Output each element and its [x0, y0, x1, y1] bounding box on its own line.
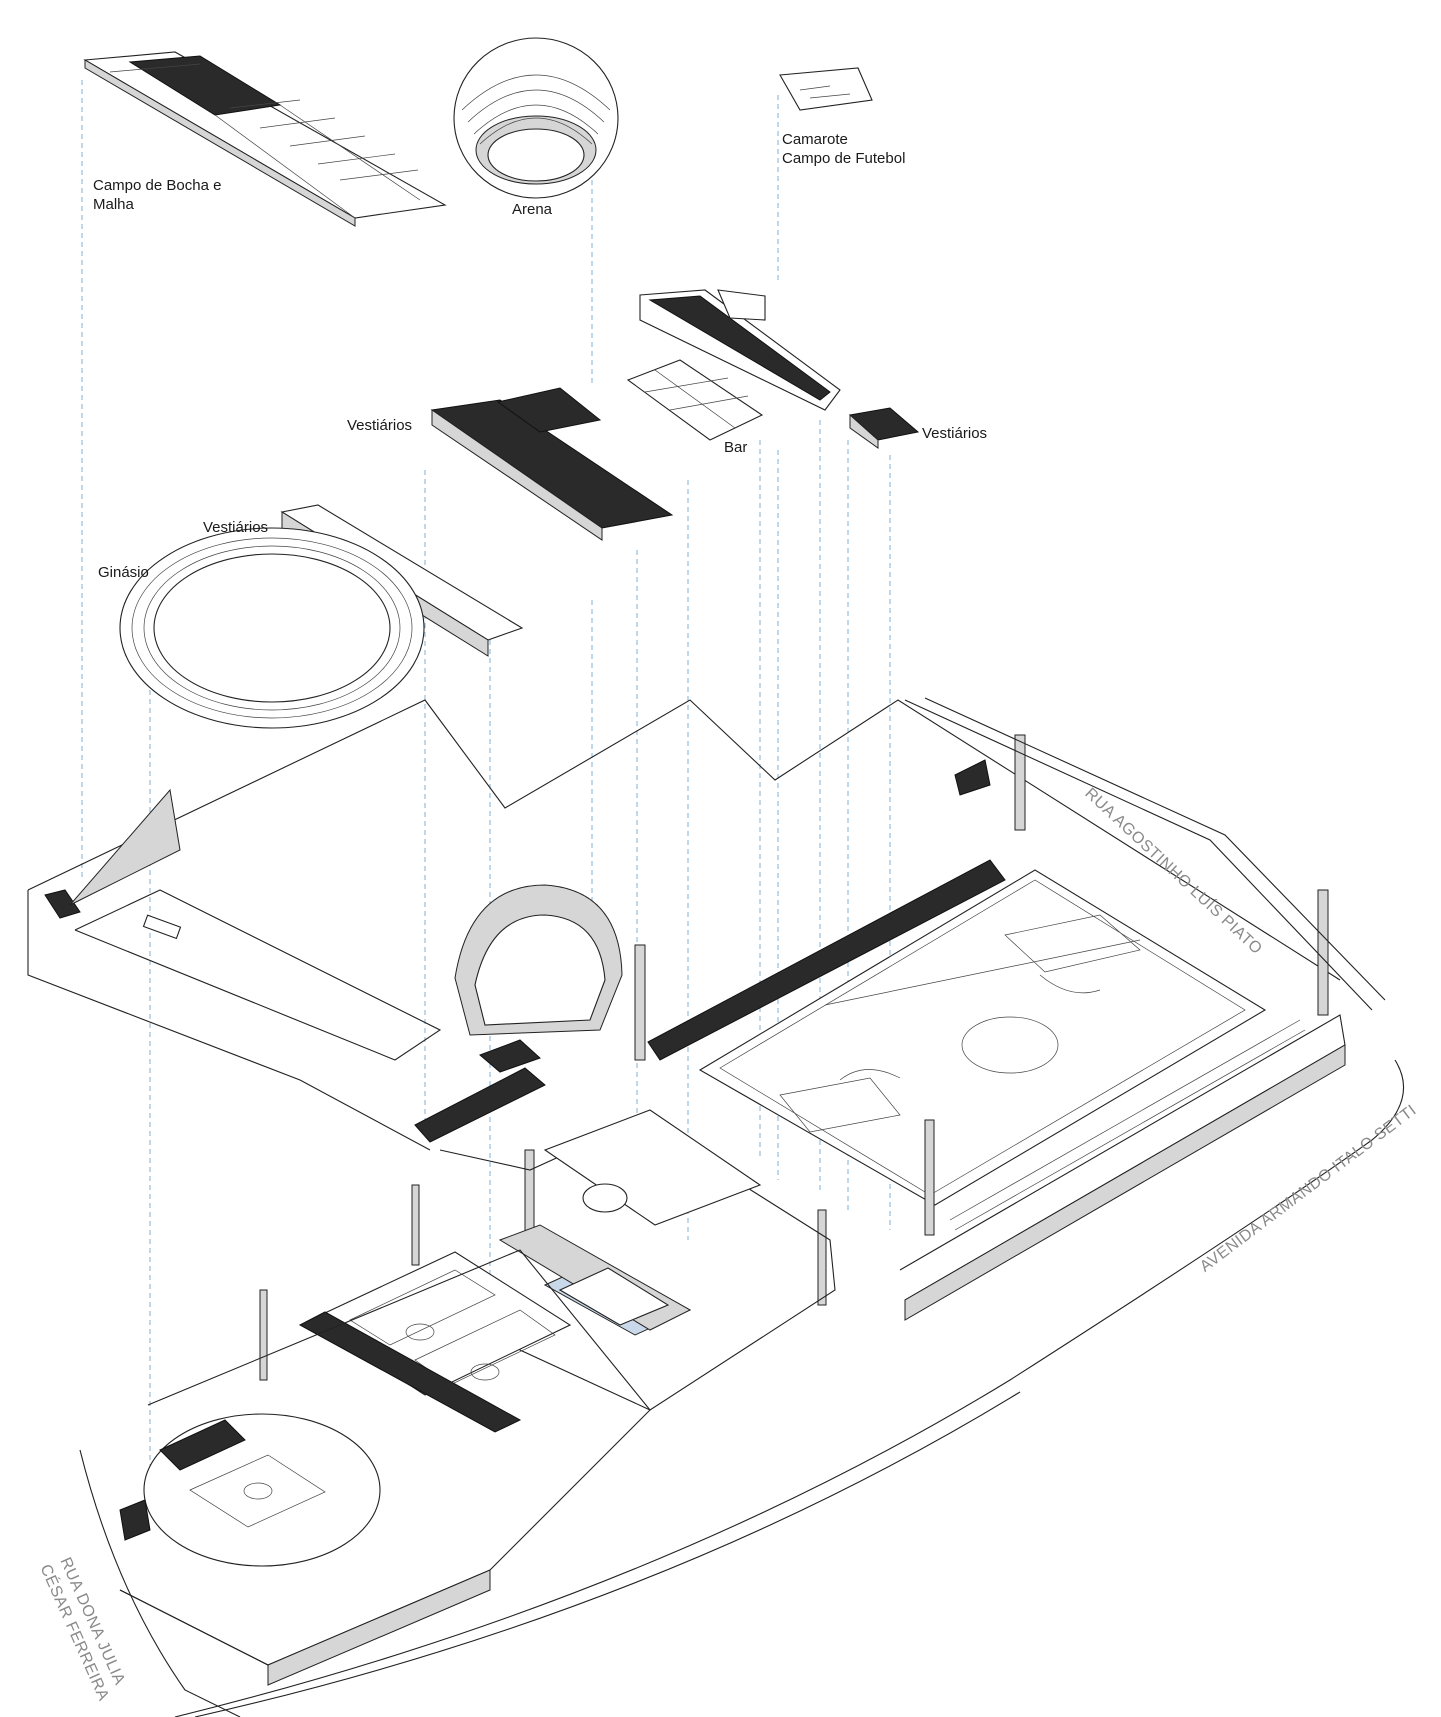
label-vestiarios-left: Vestiários [203, 519, 269, 536]
site-plan [27, 697, 1405, 1717]
leader-lines [81, 80, 891, 1470]
label-campo-futebol: Campo de Futebol [782, 150, 906, 167]
vestiarios-center-block [430, 387, 674, 541]
vestiarios-right-block [848, 407, 920, 449]
arena-dome [453, 37, 619, 199]
ginasio-ring [119, 527, 425, 729]
label-vestiarios-right: Vestiários [922, 425, 988, 442]
label-bocha-malha: Campo de Bocha e Malha [93, 177, 222, 213]
label-ginasio: Ginásio [98, 564, 149, 581]
label-camarote: Camarote [782, 131, 848, 148]
label-bar: Bar [724, 439, 748, 456]
label-vestiarios-center: Vestiários [347, 417, 413, 434]
camarote-slab [779, 67, 873, 111]
bar-slab [626, 359, 764, 441]
label-arena: Arena [512, 201, 553, 218]
bocha-malha-building [83, 51, 447, 227]
grandstand-block [639, 289, 841, 411]
